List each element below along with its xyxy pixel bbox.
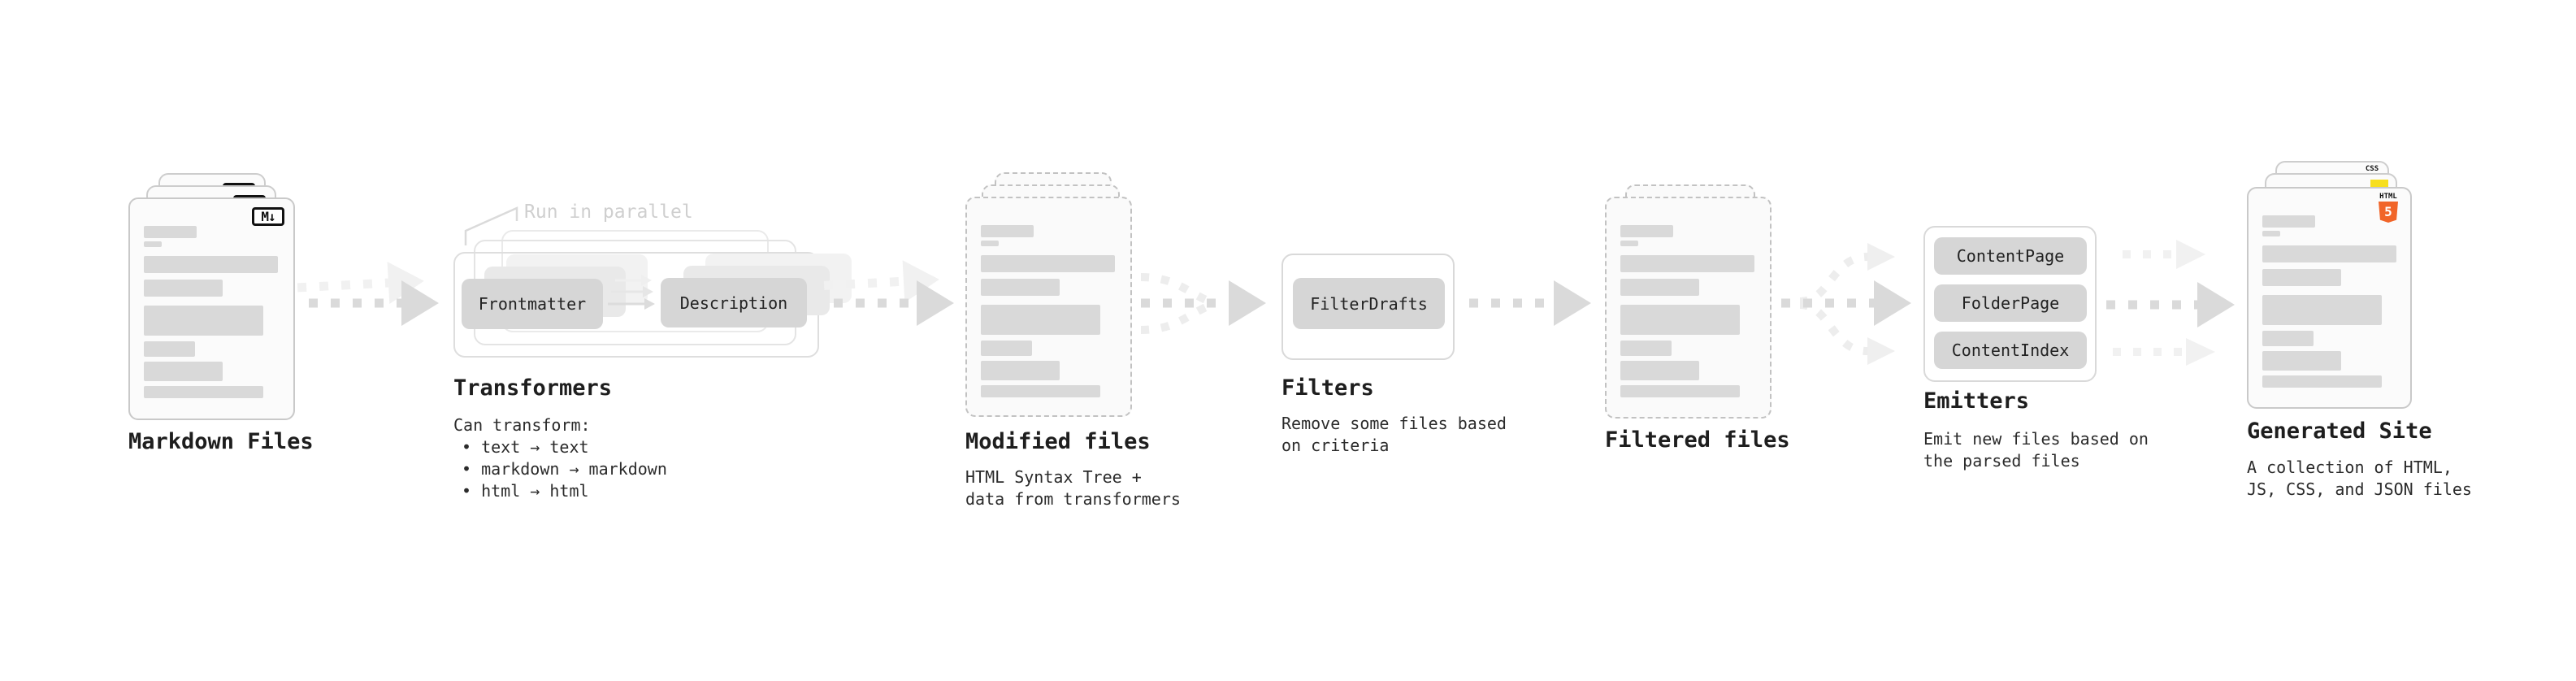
arrow-fan-out-to-emitters <box>1781 243 1911 365</box>
doc-line <box>2262 269 2341 286</box>
doc-line <box>2262 231 2280 236</box>
doc-line <box>1620 340 1672 356</box>
doc-line <box>981 340 1032 356</box>
doc-line <box>144 280 223 297</box>
stage-title-transformers: Transformers <box>453 375 613 401</box>
desc-line: the parsed files <box>1923 451 2080 471</box>
stage-title-markdown-files: Markdown Files <box>128 429 314 454</box>
stage-title-filtered-files: Filtered files <box>1605 427 1790 453</box>
doc-line <box>1620 305 1740 335</box>
arrow-transformers-to-modified <box>834 280 954 326</box>
doc-line <box>144 226 197 238</box>
generated-doc-front: HTML 5 <box>2247 187 2412 409</box>
arrow-markdown-to-transformers <box>309 280 439 326</box>
filter-chip-filterdrafts: FilterDrafts <box>1293 278 1445 329</box>
modified-doc-front <box>965 197 1132 417</box>
filtered-doc-front <box>1605 197 1772 419</box>
desc-line: HTML Syntax Tree + <box>965 467 1142 487</box>
arrow-markdown-to-transformers-ghost <box>297 262 424 305</box>
bullet-item: • html → html <box>462 481 589 501</box>
emitter-chip-folderpage: FolderPage <box>1934 284 2087 322</box>
doc-line <box>981 361 1060 380</box>
doc-line <box>144 341 195 357</box>
doc-line <box>981 255 1115 272</box>
doc-line <box>2262 351 2341 371</box>
stage-title-generated-site: Generated Site <box>2247 419 2432 444</box>
transformers-bullet-list: • text → text • markdown → markdown • ht… <box>453 436 667 502</box>
stage-title-emitters: Emitters <box>1923 388 2030 414</box>
doc-line <box>2262 295 2382 325</box>
arrow-filters-to-filtered <box>1469 280 1591 326</box>
desc-line: on criteria <box>1281 436 1390 455</box>
doc-line <box>2262 375 2382 388</box>
stage-title-modified-files: Modified files <box>965 429 1151 454</box>
doc-line <box>981 241 999 246</box>
generated-site-desc: A collection of HTML, JS, CSS, and JSON … <box>2247 457 2472 501</box>
bullet-item: • markdown → markdown <box>462 459 667 479</box>
modified-files-desc: HTML Syntax Tree + data from transformer… <box>965 466 1181 510</box>
doc-line <box>2262 215 2315 228</box>
desc-line: data from transformers <box>965 489 1181 509</box>
doc-line <box>1620 361 1699 380</box>
doc-line <box>981 279 1060 296</box>
transformer-chip-description: Description <box>661 278 807 327</box>
doc-line <box>1620 255 1754 272</box>
doc-line <box>1620 385 1740 397</box>
doc-line <box>144 241 162 247</box>
doc-line <box>1620 225 1673 237</box>
bullet-item: • text → text <box>462 437 589 457</box>
doc-line <box>2262 331 2314 346</box>
transformer-chip-frontmatter: Frontmatter <box>462 279 603 329</box>
desc-line: A collection of HTML, <box>2247 458 2452 477</box>
doc-line <box>144 256 278 273</box>
arrow-fan-in-to-filters <box>1140 273 1266 334</box>
html5-icon: HTML 5 <box>2378 193 2399 223</box>
stage-title-filters: Filters <box>1281 375 1374 401</box>
emitters-desc: Emit new files based on the parsed files <box>1923 428 2149 472</box>
desc-line: Emit new files based on <box>1923 429 2149 449</box>
arrow-emitters-to-site <box>2106 240 2235 366</box>
doc-line <box>981 385 1100 397</box>
doc-line <box>981 305 1100 335</box>
doc-line <box>2262 245 2396 262</box>
doc-line <box>144 386 263 398</box>
emitter-chip-contentpage: ContentPage <box>1934 237 2087 275</box>
doc-line <box>144 306 263 336</box>
desc-line: JS, CSS, and JSON files <box>2247 479 2472 499</box>
markdown-doc-front: M↓ <box>128 197 295 420</box>
doc-line <box>1620 241 1638 246</box>
filters-desc: Remove some files based on criteria <box>1281 413 1507 457</box>
transformers-desc-heading: Can transform: <box>453 415 591 435</box>
doc-line <box>981 225 1034 237</box>
emitter-chip-contentindex: ContentIndex <box>1934 332 2087 369</box>
run-in-parallel-note: Run in parallel <box>524 202 693 223</box>
markdown-icon: M↓ <box>252 207 284 226</box>
desc-line: Remove some files based <box>1281 414 1507 433</box>
doc-line <box>144 362 223 381</box>
doc-line <box>1620 279 1699 296</box>
